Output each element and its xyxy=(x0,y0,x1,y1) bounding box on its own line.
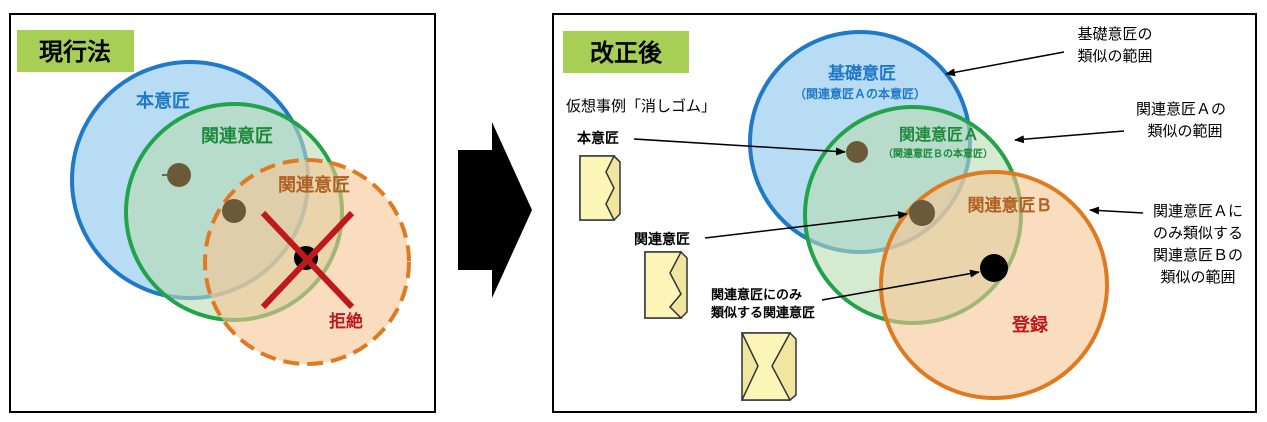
note-b-line-3: 関連意匠Ｂの xyxy=(1153,246,1243,264)
note-a-line-1: 関連意匠Ａの xyxy=(1136,100,1226,118)
note-base-line-1: 基礎意匠の xyxy=(1077,25,1152,43)
right-title: 改正後 xyxy=(590,39,663,67)
related-a-sublabel: （関連意匠Ｂの本意匠） xyxy=(883,147,993,160)
note-b-line-4: 類似の範囲 xyxy=(1160,268,1235,286)
note-a-pointer xyxy=(1014,130,1125,144)
related-design-2-label: 関連意匠 xyxy=(278,174,350,196)
item-main-label: 本意匠 xyxy=(577,130,619,147)
related-a-dot xyxy=(909,200,935,226)
reject-x-line-2 xyxy=(260,210,355,310)
note-a-line-2: 類似の範囲 xyxy=(1147,122,1222,140)
base-design-dot xyxy=(846,141,868,163)
related-b-label: 関連意匠Ｂ xyxy=(968,195,1053,216)
related-design-label: 関連意匠 xyxy=(201,125,273,147)
transition-arrow xyxy=(458,122,532,298)
base-design-label: 基礎意匠 xyxy=(827,63,896,84)
item-related-only-label-2: 類似する関連意匠 xyxy=(710,305,815,321)
item-related-label: 関連意匠 xyxy=(634,231,690,248)
note-base-pointer xyxy=(945,51,1065,77)
related-design-dot xyxy=(222,199,246,223)
note-b-pointer xyxy=(1089,206,1144,215)
pointer-related-only-to-b xyxy=(821,269,980,301)
main-design-dot xyxy=(167,163,191,187)
note-b-line-1: 関連意匠Ａに xyxy=(1153,202,1243,220)
base-design-sublabel: （関連意匠Ａの本意匠） xyxy=(794,86,926,101)
note-b-line-2: のみ類似する xyxy=(1153,224,1243,242)
pointer-main-to-base xyxy=(633,138,846,156)
left-panel: 現行法 本意匠 関連意匠 関連意匠 拒絶 xyxy=(9,13,436,413)
rejected-label: 拒絶 xyxy=(329,311,363,332)
right-title-box xyxy=(563,31,689,73)
item-related-only-label-1: 関連意匠にのみ xyxy=(711,287,802,303)
example-title: 仮想事例「消しゴム」 xyxy=(566,97,716,115)
related-b-circle xyxy=(879,170,1109,400)
left-title: 現行法 xyxy=(39,38,111,66)
main-design-label: 本意匠 xyxy=(136,90,190,112)
pointer-related-to-a xyxy=(704,211,908,239)
registered-label: 登録 xyxy=(1011,314,1049,336)
eraser-related-only-shape xyxy=(740,332,797,401)
right-panel: 改正後 基礎意匠 （関連意匠Ａの本意匠） 関連意匠Ａ （関連意匠Ｂの本意匠） 関… xyxy=(552,13,1257,413)
eraser-related-shape xyxy=(644,251,688,319)
left-title-box xyxy=(17,30,134,72)
related-a-label: 関連意匠Ａ xyxy=(899,125,979,144)
eraser-main-shape xyxy=(579,155,621,221)
related-b-dot xyxy=(980,254,1008,282)
note-base-line-2: 類似の範囲 xyxy=(1077,47,1152,65)
